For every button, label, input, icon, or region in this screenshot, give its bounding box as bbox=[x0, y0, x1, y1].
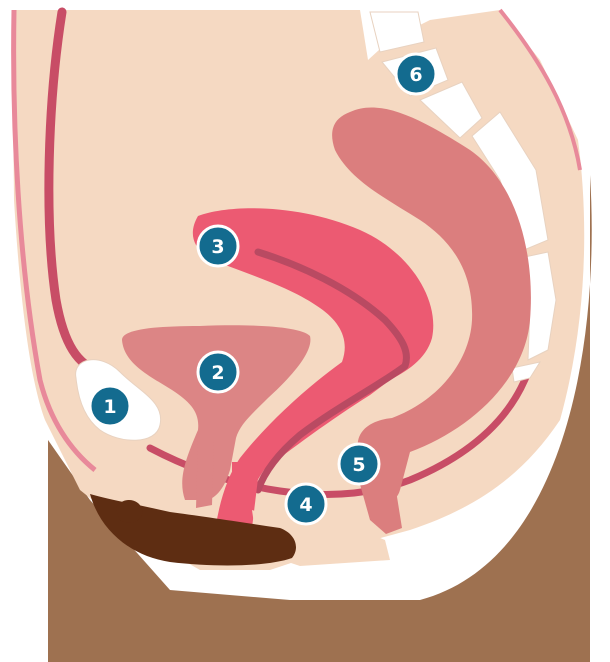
marker-4-label: 4 bbox=[299, 494, 312, 516]
marker-4: 4 bbox=[286, 484, 326, 524]
marker-2: 2 bbox=[198, 352, 238, 392]
marker-1: 1 bbox=[90, 386, 130, 426]
marker-6-label: 6 bbox=[409, 64, 422, 86]
marker-1-label: 1 bbox=[103, 396, 116, 418]
urethra bbox=[196, 440, 214, 508]
marker-2-label: 2 bbox=[211, 362, 224, 384]
marker-3: 3 bbox=[198, 226, 238, 266]
marker-3-label: 3 bbox=[211, 236, 224, 258]
marker-6: 6 bbox=[396, 54, 436, 94]
marker-5: 5 bbox=[339, 444, 379, 484]
stool-piece bbox=[116, 500, 142, 523]
marker-5-label: 5 bbox=[352, 454, 365, 476]
